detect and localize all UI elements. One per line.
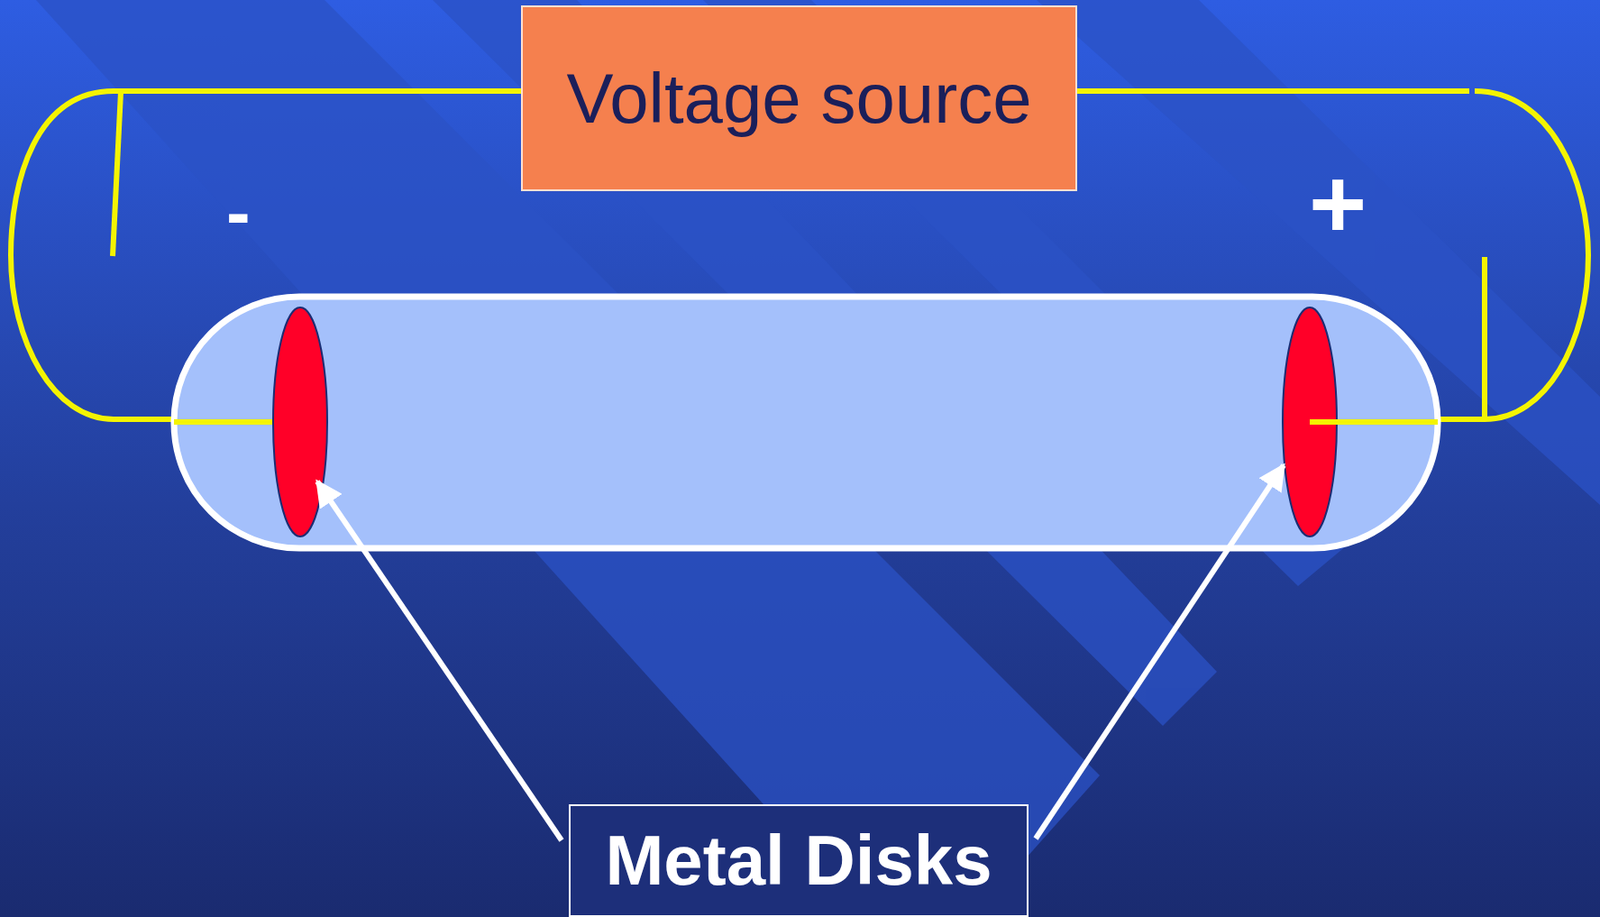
negative-terminal-line [112,91,121,256]
metal-disk [273,307,328,537]
left-lead [173,419,274,425]
right-lead [1309,419,1438,425]
right-wire-top [1050,88,1470,94]
glass-tube [173,296,1438,549]
negative-sign: - [226,176,251,249]
positive-terminal-line [1481,256,1488,420]
voltage-source-box: Voltage source [521,5,1078,192]
node-text: Voltage source [566,57,1032,140]
metal-disks-box: Metal Disks [568,804,1029,917]
leader-arrow [317,481,562,841]
node-text: Metal Disks [604,819,992,902]
background-stripes [36,0,1600,917]
leader-lines [317,465,1284,841]
positive-sign: + [1308,154,1367,254]
leader-arrow [1035,465,1284,839]
